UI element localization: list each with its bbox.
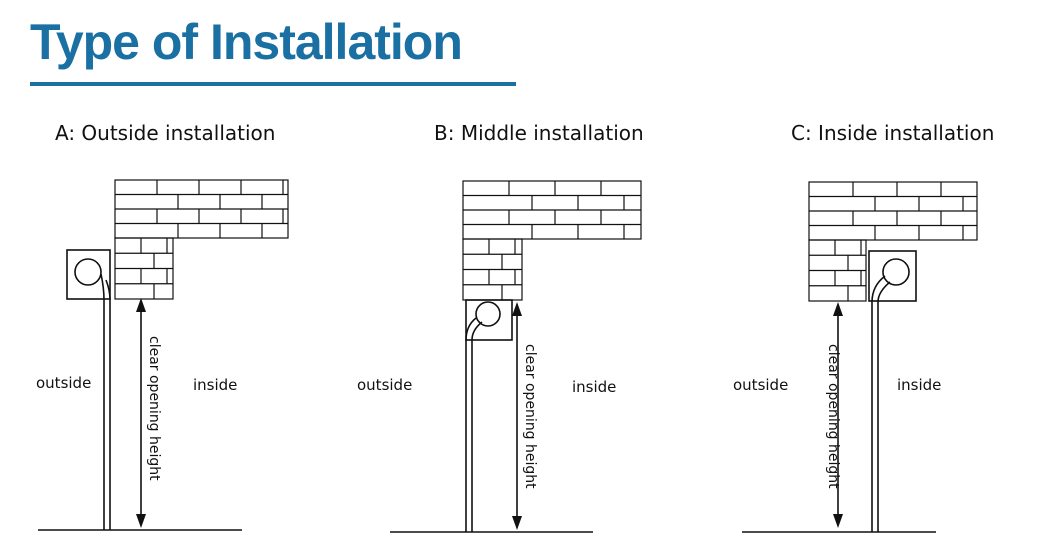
title-underline — [30, 82, 516, 86]
height-label: clear opening height — [825, 344, 841, 489]
inside-label: inside — [572, 378, 616, 396]
panel-inside-installation: C: Inside installation clear opening hei… — [733, 121, 994, 533]
panel-outside-installation: A: Outside installation clear opening he… — [36, 121, 289, 531]
roller-box — [868, 250, 917, 302]
brick-wall — [114, 179, 289, 300]
outside-label: outside — [36, 374, 91, 392]
door-curtain — [465, 317, 483, 532]
height-arrow — [136, 298, 146, 528]
roller-box — [465, 299, 513, 341]
roller-box — [66, 249, 111, 300]
page-title: Type of Installation — [30, 14, 463, 70]
height-label: clear opening height — [146, 336, 162, 481]
height-arrow — [833, 302, 843, 528]
outside-label: outside — [733, 376, 788, 394]
panel-caption: C: Inside installation — [791, 121, 994, 145]
panel-caption: B: Middle installation — [434, 121, 644, 145]
inside-label: inside — [193, 376, 237, 394]
height-arrow — [512, 302, 522, 530]
brick-wall — [462, 180, 642, 301]
inside-label: inside — [897, 376, 941, 394]
door-curtain — [100, 273, 111, 530]
panel-caption: A: Outside installation — [55, 121, 275, 145]
door-curtain — [871, 275, 891, 532]
height-label: clear opening height — [522, 344, 538, 489]
panel-middle-installation: B: Middle installation clear opening hei… — [357, 121, 644, 533]
brick-wall — [808, 181, 978, 302]
outside-label: outside — [357, 376, 412, 394]
